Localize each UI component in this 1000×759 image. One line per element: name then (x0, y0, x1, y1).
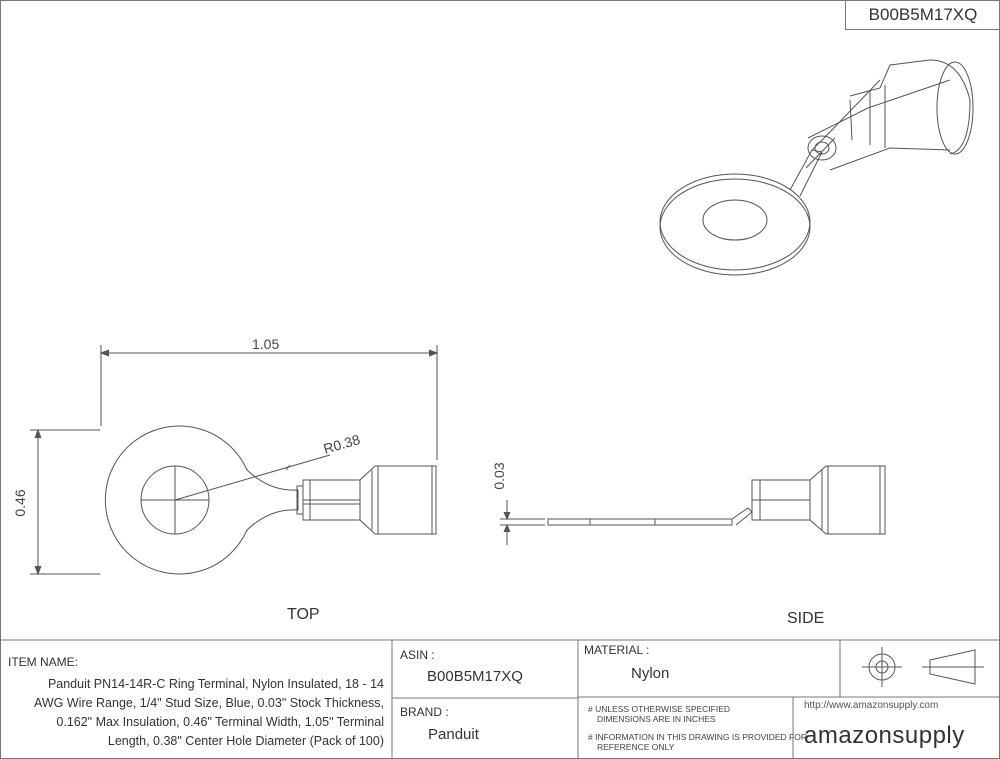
material-value: Nylon (631, 665, 670, 682)
side-view (500, 465, 886, 545)
thickness-dimension: 0.03 (491, 462, 507, 490)
material-label: MATERIAL : (584, 643, 650, 657)
asin-value: B00B5M17XQ (427, 668, 523, 685)
note-units: # UNLESS OTHERWISE SPECIFIED DIMENSIONS … (588, 704, 731, 724)
isometric-view (659, 59, 974, 276)
note-reference: # INFORMATION IN THIS DRAWING IS PROVIDE… (588, 732, 807, 752)
item-name-label: ITEM NAME: (8, 655, 79, 669)
item-name-value: Panduit PN14-14R-C Ring Terminal, Nylon … (34, 677, 384, 748)
length-dimension: 1.05 (252, 336, 280, 352)
asin-label: ASIN : (400, 648, 435, 662)
top-view (30, 345, 439, 576)
width-dimension: 0.46 (12, 489, 28, 517)
side-view-label: SIDE (787, 610, 825, 627)
top-view-label: TOP (287, 606, 320, 623)
brand-value: Panduit (428, 726, 479, 743)
brand-label: BRAND : (400, 705, 449, 719)
projection-symbol-icon (862, 647, 984, 687)
supplier-url-link[interactable]: http://www.amazonsupply.com (804, 700, 939, 711)
amazonsupply-logo: amazonsupply (804, 722, 965, 749)
asin-header-box: B00B5M17XQ (845, 0, 1000, 30)
title-block (0, 639, 1000, 759)
